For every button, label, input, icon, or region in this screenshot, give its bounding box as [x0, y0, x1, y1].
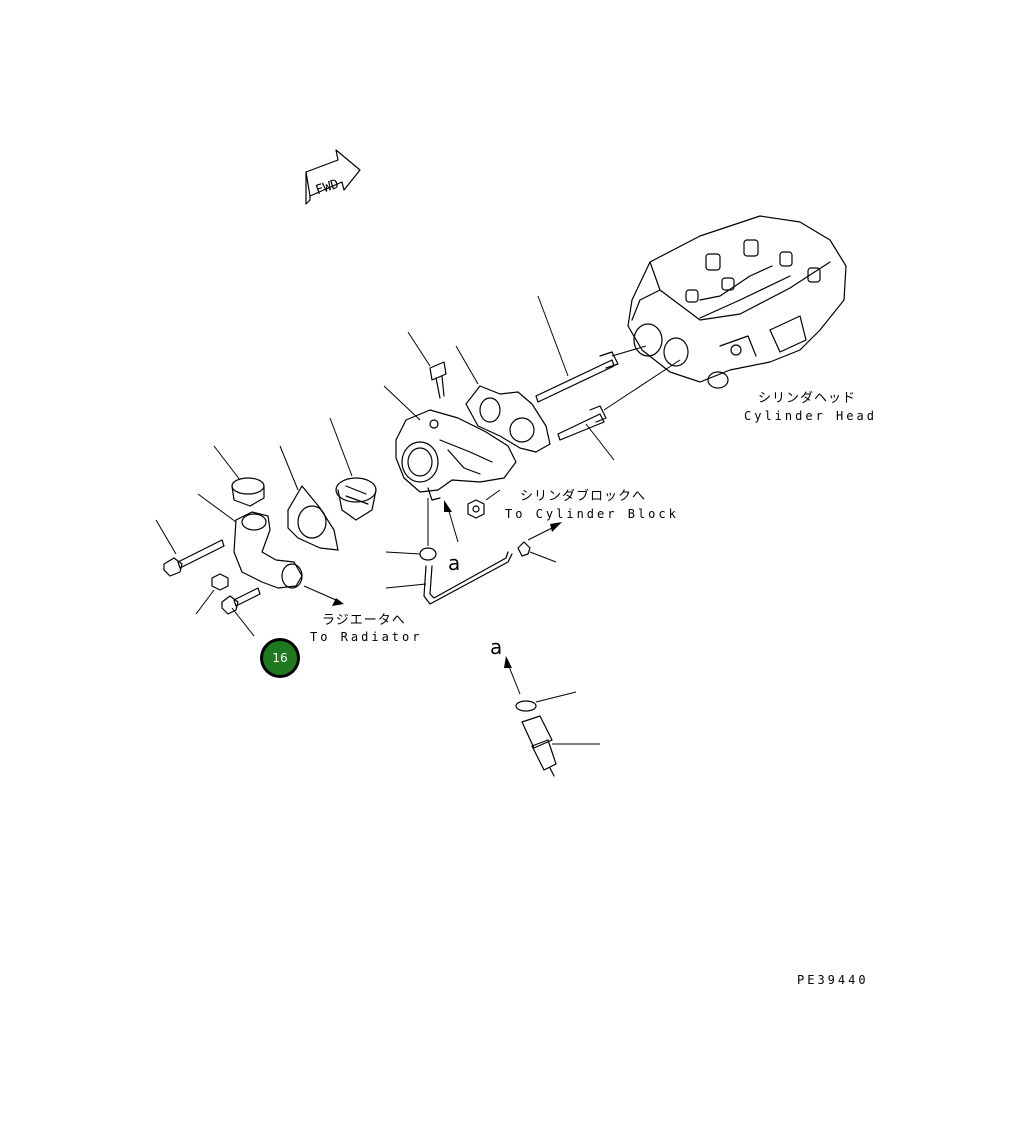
temperature-sensor	[515, 691, 600, 777]
nut-left	[195, 573, 229, 615]
detail-ref-a-detail: a	[490, 635, 502, 659]
drawing-number: PE39440	[797, 973, 869, 987]
stud-bolts	[535, 295, 681, 461]
cylinder-head-label-en: Cylinder Head	[744, 409, 877, 423]
radiator-label-en: To Radiator	[310, 630, 422, 644]
radiator-label-jp: ラジエータへ	[322, 613, 406, 628]
elbow-gasket	[279, 445, 339, 551]
callout-number: 16	[272, 651, 287, 665]
bolt-lower	[221, 587, 261, 637]
fwd-arrow-icon: FWD	[305, 149, 361, 205]
plug	[213, 445, 265, 507]
flow-arrows	[303, 500, 562, 695]
bolt-top	[407, 331, 447, 399]
thermostat	[329, 417, 377, 521]
thermostat-housing	[383, 385, 517, 501]
seal-ring	[385, 498, 437, 561]
callout-fill	[263, 641, 297, 675]
detail-ref-a-main: a	[448, 551, 460, 575]
bolt-long	[155, 519, 225, 577]
cylinder-head	[627, 215, 847, 389]
housing-gasket	[455, 345, 551, 453]
cylinder-head-label-jp: シリンダヘッド	[758, 391, 856, 406]
callout-16-button[interactable]: 16	[260, 638, 300, 678]
cylinder-block-label-jp: シリンダブロックへ	[520, 488, 646, 504]
nut-housing	[467, 489, 501, 519]
water-outlet-elbow	[197, 493, 303, 589]
bypass-hose	[385, 541, 557, 605]
cylinder-block-label-en: To Cylinder Block	[505, 507, 679, 521]
fwd-label: FWD	[314, 177, 341, 199]
